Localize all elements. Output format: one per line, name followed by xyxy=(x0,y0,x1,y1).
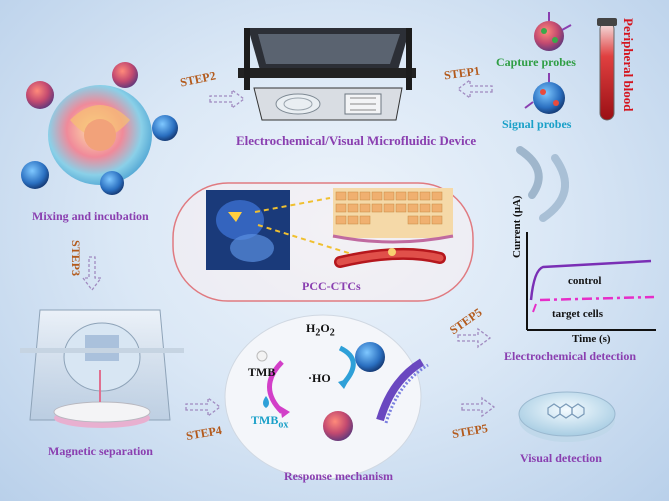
device-label: Electrochemical/Visual Microfluidic Devi… xyxy=(236,133,477,148)
tmbox-label: TMBox xyxy=(251,413,289,431)
step3-label: STEP3 xyxy=(69,240,83,277)
microfluidic-device xyxy=(238,28,416,121)
h2o2-label: H2O2 xyxy=(306,321,335,339)
electrochemical-graph xyxy=(526,232,656,331)
mixing-label: Mixing and incubation xyxy=(32,209,149,223)
cell-incubation-icon xyxy=(21,62,178,195)
blood-tube-icon xyxy=(597,18,617,121)
pcc-ctcs-panel xyxy=(172,182,474,302)
vessel-curves-icon xyxy=(516,146,569,222)
target-cells-label: target cells xyxy=(552,308,603,320)
hydroxyl-label: ·HO xyxy=(308,371,331,385)
visual-detection-label: Visual detection xyxy=(520,451,602,465)
control-label: control xyxy=(568,275,602,287)
electrochemical-detection-label: Electrochemical detection xyxy=(504,349,637,363)
visual-detection-dish xyxy=(518,391,616,442)
step-arrows xyxy=(81,78,496,418)
magnetic-separation-label: Magnetic separation xyxy=(48,444,153,458)
pcc-ctcs-label: PCC-CTCs xyxy=(302,279,361,293)
capture-probes-label: Capture probes xyxy=(496,55,576,69)
peripheral-blood-label: Peripheral blood xyxy=(621,18,636,112)
signal-probe-icon xyxy=(524,73,565,114)
response-mechanism-dish xyxy=(224,314,429,480)
graph-ylabel: Current (μA) xyxy=(511,195,523,258)
tmb-label: TMB xyxy=(248,365,276,379)
response-mechanism-label: Response mechanism xyxy=(284,469,394,483)
capture-probe-icon xyxy=(534,12,572,51)
graph-xlabel: Time (s) xyxy=(572,333,611,345)
magnetic-separation-device xyxy=(20,309,184,428)
signal-probes-label: Signal probes xyxy=(502,117,572,131)
